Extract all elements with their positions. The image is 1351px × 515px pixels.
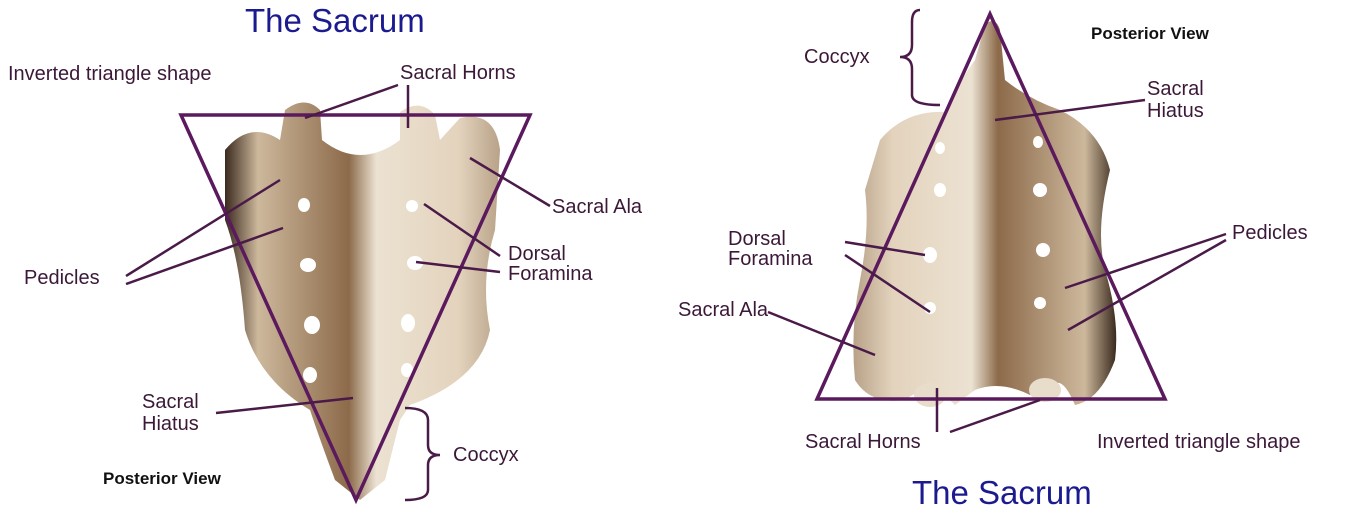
leader-lines-left bbox=[125, 83, 551, 502]
label-sacral-ala-right: Sacral Ala bbox=[678, 299, 769, 321]
label-pedicles-right: Pedicles bbox=[1232, 222, 1308, 244]
label-inverted-triangle-right: Inverted triangle shape bbox=[1097, 431, 1301, 453]
label-sacral-hiatus-left-2: Hiatus bbox=[142, 413, 199, 435]
label-sacral-hiatus-left-1: Sacral bbox=[142, 391, 199, 413]
label-inverted-triangle-left: Inverted triangle shape bbox=[8, 63, 212, 85]
label-pedicles-left: Pedicles bbox=[24, 267, 100, 289]
left-view-label: Posterior View bbox=[103, 469, 221, 488]
label-sacral-hiatus-right-2: Hiatus bbox=[1147, 100, 1204, 122]
leader-lines-right bbox=[767, 8, 1227, 434]
label-dorsal-foramina-right-2: Foramina bbox=[728, 248, 813, 270]
right-title: The Sacrum bbox=[912, 474, 1092, 511]
label-sacral-hiatus-right-1: Sacral bbox=[1147, 78, 1204, 100]
label-coccyx-right: Coccyx bbox=[804, 46, 870, 68]
label-sacral-horns-left: Sacral Horns bbox=[400, 62, 516, 84]
left-title: The Sacrum bbox=[245, 2, 425, 39]
label-dorsal-foramina-left-2: Foramina bbox=[508, 263, 593, 285]
right-view-label: Posterior View bbox=[1091, 24, 1209, 43]
sacrum-bone-left bbox=[225, 102, 500, 500]
label-sacral-horns-right: Sacral Horns bbox=[805, 431, 921, 453]
label-dorsal-foramina-left-1: Dorsal bbox=[508, 243, 566, 265]
label-dorsal-foramina-right-1: Dorsal bbox=[728, 228, 786, 250]
label-sacral-ala-left: Sacral Ala bbox=[552, 196, 643, 218]
inverted-triangle-outline-left bbox=[178, 113, 533, 505]
label-coccyx-left: Coccyx bbox=[453, 444, 519, 466]
triangle-outline-right bbox=[814, 9, 1168, 401]
sacrum-bone-right bbox=[853, 21, 1117, 407]
